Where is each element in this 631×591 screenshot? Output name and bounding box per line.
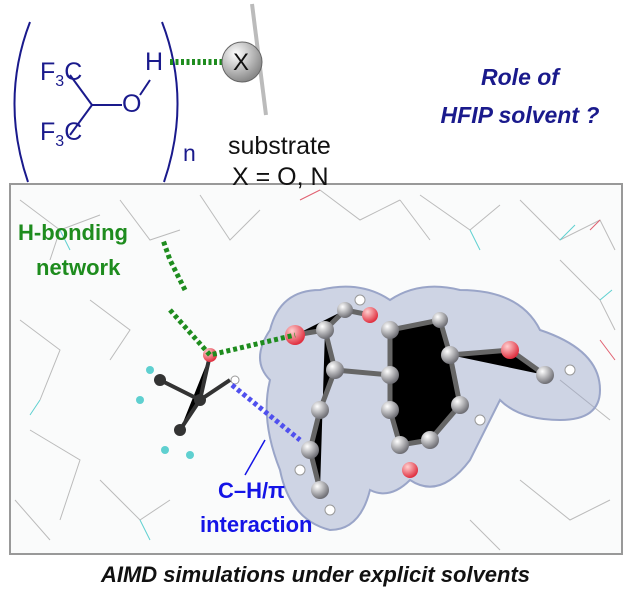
bond (69, 74, 93, 106)
oxygen-label: O (122, 90, 142, 118)
solvent-oxygen-lines (299, 189, 616, 361)
bond (139, 79, 151, 96)
ch-pi-label: C–H/π (218, 478, 285, 503)
x-definition: X = O, N (232, 163, 329, 191)
right-parenthesis (161, 21, 179, 183)
substrate-atoms (285, 294, 576, 516)
role-question-line2: HFIP solvent ? (440, 102, 600, 128)
bond (69, 104, 93, 136)
ch-pi-dashes (230, 383, 302, 442)
x-atom-label: X (233, 49, 250, 76)
hfip-atoms (136, 348, 240, 459)
solvent-fluorine-lines (29, 224, 613, 541)
x-atom-ball (221, 41, 263, 83)
f3c-top-label: F3C (40, 58, 83, 90)
ch-pi-pointer (244, 439, 266, 476)
caption: AIMD simulations under explicit solvents (100, 562, 531, 587)
hydrogen-label: H (145, 48, 164, 76)
network-label: network (36, 255, 121, 280)
f3c-bottom-label: F3C (40, 118, 83, 150)
subscript-n: n (183, 140, 196, 166)
h-bonding-label: H-bonding (18, 220, 128, 245)
left-parenthesis (13, 21, 31, 183)
substrate-label: substrate (228, 132, 331, 160)
role-question-line1: Role of (481, 64, 559, 90)
interaction-label: interaction (200, 512, 313, 537)
